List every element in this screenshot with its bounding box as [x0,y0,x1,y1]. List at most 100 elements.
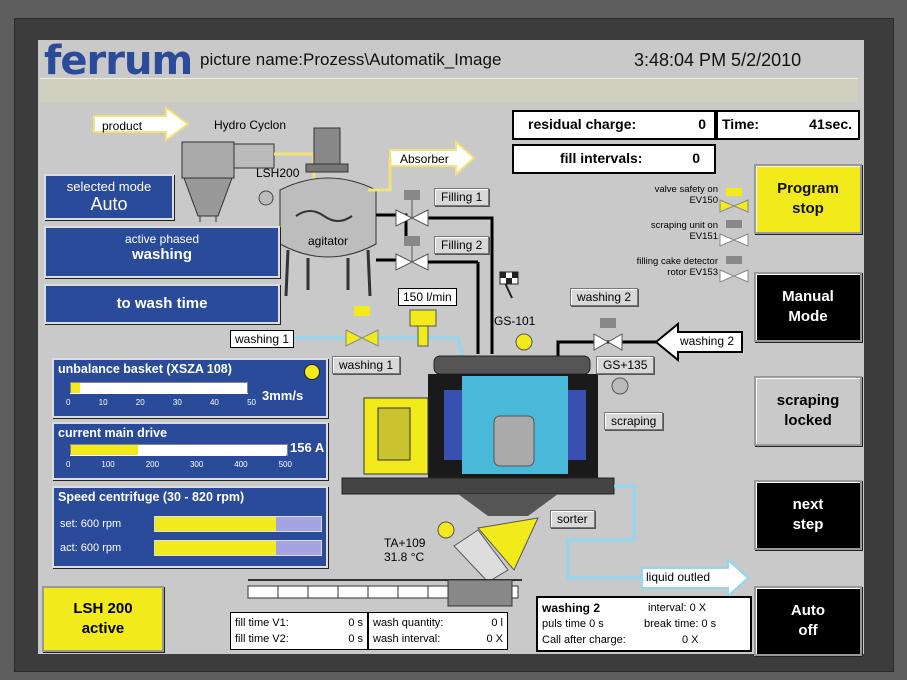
unbalance-tick: 10 [98,398,108,407]
gs101-label: GS-101 [494,314,536,328]
valve-safety-line2: EV150 [689,195,718,206]
valve-washing1-icon [345,306,379,347]
current-bar-fill [71,445,138,455]
product-label: product [102,119,143,133]
lsh200-active-line1: LSH 200 [73,600,133,617]
selected-mode-panel: selected mode Auto [44,174,174,220]
fill-time-v2-label: fill time V2: [235,633,289,645]
fill-intervals-value: 0 [692,150,700,166]
current-tick: 400 [234,460,248,469]
lsh200-active-line2: active [81,620,125,637]
current-scale-line [70,455,286,460]
scraping-locked-line1: scraping [776,392,840,409]
active-phase-value: washing [131,246,192,263]
time-label: Time: [722,116,760,132]
valve-safety-line1: valve safety on [654,184,718,195]
unbalance-title: unbalance basket (XSZA 108) [58,362,232,376]
agitator-label: agitator [308,234,349,248]
filling2-button[interactable]: Filling 2 [434,236,490,254]
liquid-outled-arrow [641,557,750,599]
washing2-button[interactable]: washing 2 [570,288,639,306]
valve-cake-line1: filling cake detector [636,256,718,267]
unbalance-tick: 40 [209,398,219,407]
washing2-info-interval: interval: 0 X [648,602,707,614]
speed-act-label: act: 600 rpm [60,542,122,554]
time-box: Time: 41sec. [716,110,860,140]
agitator-tank-icon [279,127,377,297]
flow-rate-label: 150 l/min [398,288,457,306]
current-tick: 0 [66,460,71,469]
wash-quantity-label: wash quantity: [373,617,444,629]
current-title: current main drive [58,426,168,440]
absorber-label: Absorber [400,152,449,166]
sorter-icon [477,517,539,571]
sorter-button[interactable]: sorter [550,510,595,528]
program-stop-line2: stop [792,200,824,217]
lsh200-active-button[interactable]: LSH 200 active [42,586,164,652]
valve-scraping-icon [719,220,749,247]
filling1-button[interactable]: Filling 1 [434,188,490,206]
current-tick: 100 [101,460,115,469]
ta109-value: 31.8 °C [384,550,425,564]
unbalance-tick: 0 [66,398,71,407]
scraping-locked-line2: locked [784,412,832,429]
screw-conveyor-icon [247,579,522,607]
scraping-button[interactable]: scraping [604,412,664,430]
washing1-arrow-label: washing 1 [230,330,295,348]
current-tick: 300 [189,460,204,469]
current-tick: 200 [145,460,160,469]
next-step-line1: next [792,496,824,513]
valve-cake-icon [719,256,749,283]
scraping-locked-button[interactable]: scraping locked [754,376,862,446]
ferrum-logo: ferrum [44,38,193,84]
fill-time-v1-label: fill time V1: [235,617,289,629]
process-diagram [93,106,750,607]
valve-scraping-line2: EV151 [689,231,718,242]
wash-interval-value: 0 X [486,633,503,645]
liquid-outled-label: liquid outled [646,570,711,584]
gs101-sensor [515,333,533,351]
active-phase-panel: active phased washing [44,226,280,278]
unbalance-scale-line [70,393,248,398]
valve-filling2-icon [395,236,429,271]
lsh200-label: LSH200 [256,166,300,180]
time-value: 41sec. [809,116,852,132]
washing2-info-break: break time: 0 s [644,618,717,630]
gs135-sensor [611,377,629,395]
absorber-arrow [389,139,476,177]
gs135-button[interactable]: GS+135 [596,356,655,374]
washing2-info-box: washing 2 interval: 0 X puls time 0 s br… [536,596,752,652]
residual-charge-label: residual charge: [528,116,637,132]
manual-mode-line2: Mode [788,308,828,325]
hmi-screen: ferrum picture name:Prozess\Automatik_Im… [38,38,864,656]
hydro-cyclon-icon [181,141,275,222]
fill-time-v2-value: 0 s [348,633,363,645]
washing1-button[interactable]: washing 1 [332,356,401,374]
valve-cake-line2: rotor EV153 [667,267,718,278]
picture-name: picture name:Prozess\Automatik_Image [200,50,502,69]
clock: 3:48:04 PM 5/2/2010 [634,50,802,70]
motor-icon [363,397,429,475]
unbalance-tick: 30 [172,398,182,407]
speed-set-fill [155,517,277,531]
unbalance-tick: 50 [247,398,256,407]
unbalance-value: 3mm/s [262,388,304,403]
valve-safety-icon [719,188,749,213]
product-arrow [93,106,190,142]
speed-panel: Speed centrifuge (30 - 820 rpm) set: 600… [52,486,328,568]
washing2-info-puls: puls time 0 s [542,618,604,630]
unbalance-bar-fill [71,383,80,393]
speed-set-track [154,516,322,532]
message-line [40,78,858,103]
washing2-info-call-value: 0 X [682,634,699,646]
selected-mode-value: Auto [90,194,128,214]
